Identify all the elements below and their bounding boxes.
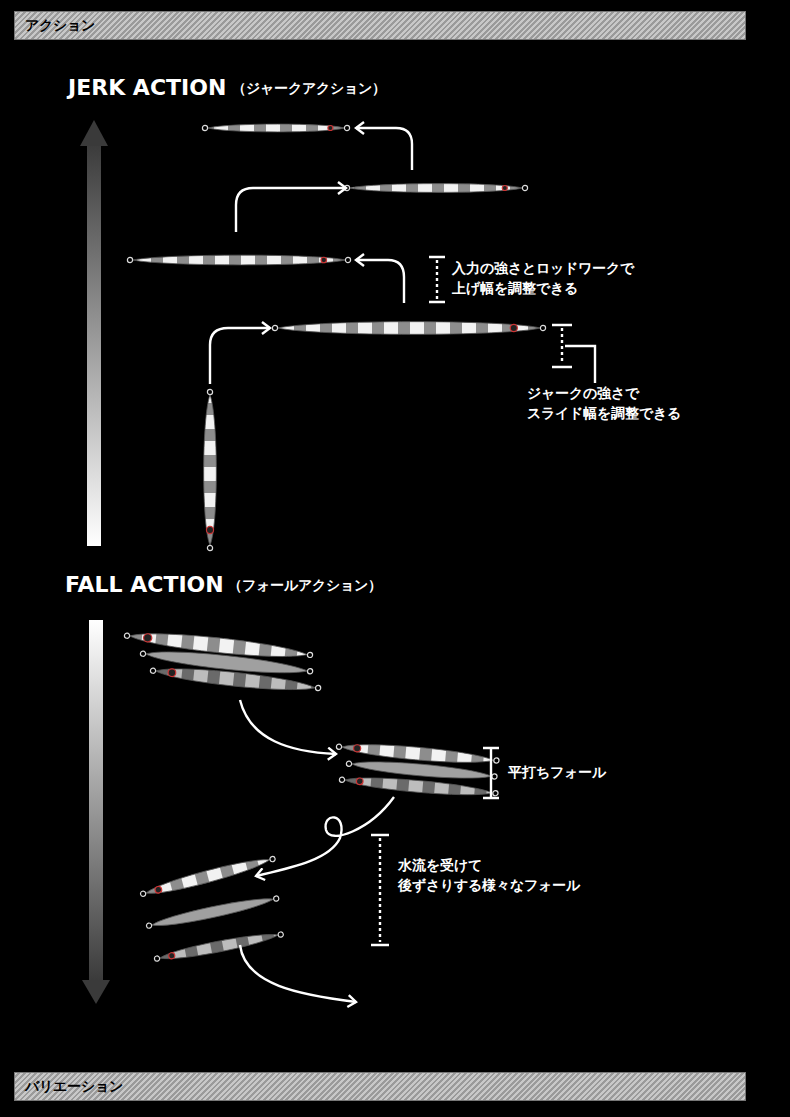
range-brackets [371, 257, 595, 945]
band-title: バリエーション [15, 1073, 133, 1101]
motion-arrows [210, 128, 412, 1002]
callout-note: 水流を受けて 後ずさりする様々なフォール [398, 855, 588, 896]
section-band: アクション [14, 11, 746, 40]
section-title: FALL ACTION [65, 569, 224, 601]
jig [272, 322, 545, 335]
jig [344, 184, 527, 193]
jig [127, 255, 350, 265]
section-band: バリエーション [14, 1072, 746, 1101]
jig [204, 389, 217, 550]
section-title: JERK ACTION [68, 72, 226, 104]
sink-arrow [82, 620, 110, 1004]
jig [153, 929, 284, 965]
jig [339, 774, 499, 800]
jig [150, 664, 322, 695]
callout-note: ジャークの強さで スライド幅を調整できる [527, 383, 677, 424]
jig-lures [124, 124, 546, 964]
callout-note: 入力の強さとロッドワークで 上げ幅を調整できる [452, 258, 667, 299]
rise-arrow [80, 120, 108, 546]
jig [202, 124, 349, 132]
band-title: アクション [15, 12, 105, 40]
callout-note: 平打ちフォール [508, 762, 606, 782]
jig [145, 893, 279, 932]
section-subtitle: （フォールアクション） [228, 575, 382, 595]
section-subtitle: （ジャークアクション） [232, 78, 386, 98]
jig [139, 853, 276, 900]
